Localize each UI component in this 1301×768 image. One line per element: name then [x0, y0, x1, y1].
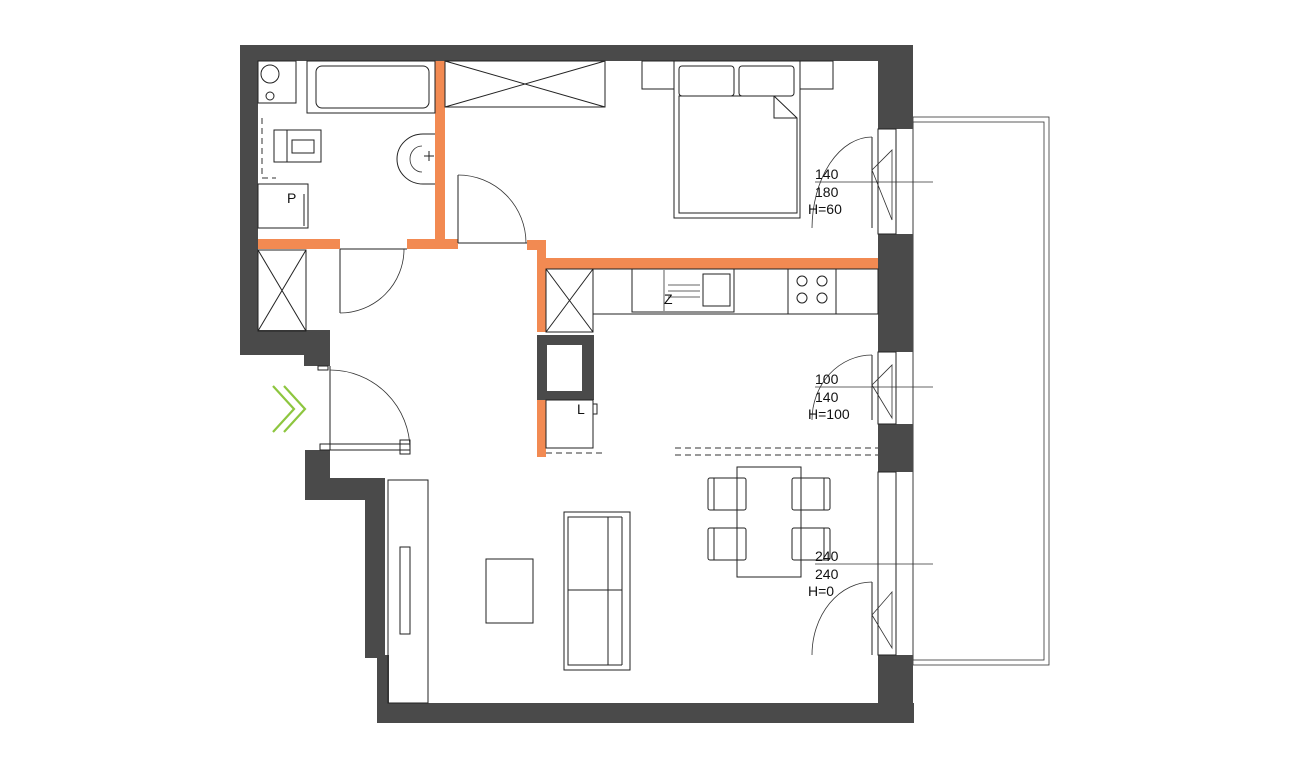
kitchen-sink: Z — [631, 268, 735, 313]
bedroom-furniture — [641, 60, 834, 219]
balcony — [912, 116, 1050, 666]
cooktop — [787, 268, 837, 315]
bathroom: P — [257, 60, 436, 229]
window-label-kitchen: 100 140 H=100 — [808, 371, 933, 422]
washbasin — [396, 133, 435, 185]
toilet — [273, 129, 322, 163]
bed — [673, 60, 801, 219]
svg-text:Z: Z — [664, 291, 673, 307]
bathtub — [306, 60, 436, 114]
window-height: 240 — [815, 566, 839, 582]
cabinet: P — [257, 183, 309, 229]
living-balcony-door — [811, 471, 897, 656]
window-sill-height: H=0 — [808, 583, 834, 599]
window-width: 240 — [815, 548, 839, 564]
window-label-living: 240 240 H=0 — [808, 548, 933, 599]
exterior-walls — [240, 45, 914, 723]
window-sill-height: H=60 — [808, 201, 842, 217]
double-chevron-right-icon — [272, 385, 307, 433]
ventilation-shaft — [537, 335, 594, 400]
sofa — [563, 511, 631, 671]
window-sill-height: H=100 — [808, 406, 850, 422]
bedroom-balcony-door — [811, 128, 897, 235]
bedroom-wardrobe — [444, 60, 606, 108]
hall-wardrobe — [257, 249, 307, 332]
interior-partitions — [258, 61, 878, 457]
nightstand-left — [641, 60, 675, 90]
coffee-table — [485, 558, 534, 624]
washing-machine — [257, 60, 297, 104]
kitchen-wardrobe — [545, 268, 594, 333]
tv-cabinet — [387, 479, 429, 704]
dining-table — [707, 466, 831, 578]
window-height: 140 — [815, 389, 839, 405]
window-width: 140 — [815, 166, 839, 182]
window-height: 180 — [815, 184, 839, 200]
window-width: 100 — [815, 371, 839, 387]
bedroom-door — [457, 174, 527, 244]
fridge: L — [545, 399, 602, 454]
svg-text:L: L — [577, 401, 585, 417]
window-label-bedroom: 140 180 H=60 — [808, 166, 933, 217]
doors — [317, 128, 897, 656]
entrance-door — [317, 365, 411, 455]
svg-text:P: P — [287, 190, 296, 206]
kitchen-balcony-door — [811, 351, 897, 425]
kitchen-counter — [592, 268, 879, 315]
living-room — [387, 447, 878, 704]
bathroom-door — [339, 248, 407, 314]
nightstand-right — [799, 60, 834, 90]
kitchen: Z L — [537, 268, 879, 454]
